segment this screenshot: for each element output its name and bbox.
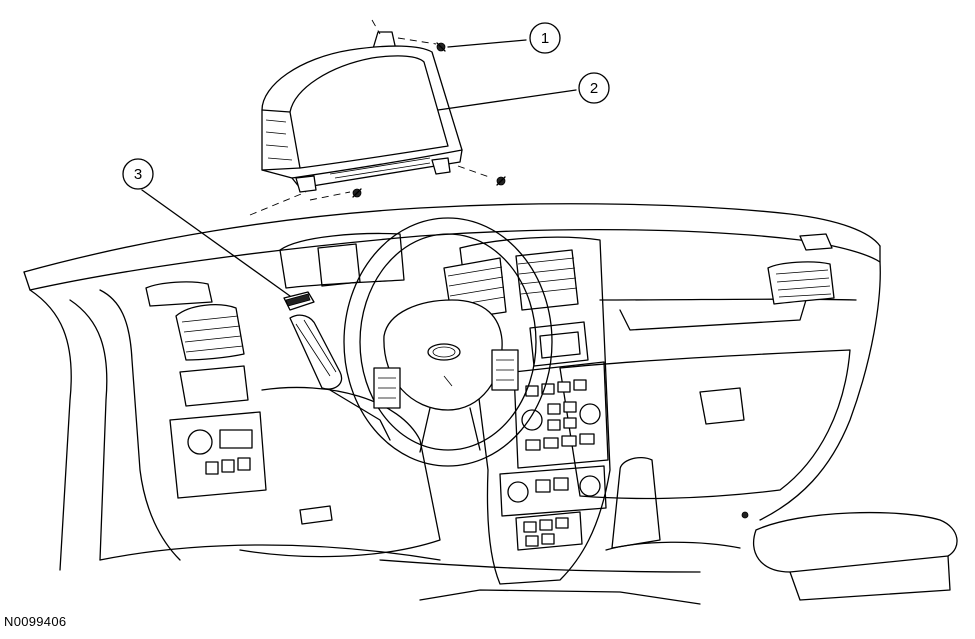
steering-column [283,291,391,441]
alignment-lines [249,19,493,216]
callout-2: 2 [437,72,610,111]
callout-number-2: 2 [590,80,598,97]
screws [352,42,506,198]
screw-icon [496,176,506,186]
instrument-panel [23,203,881,571]
screw-icon [436,42,446,52]
callout-3: 3 [122,158,291,297]
center-stack [443,236,611,585]
instrument-cluster [261,31,463,193]
radio-buttons [525,379,595,451]
steering-wheel [343,217,553,467]
callout-1: 1 [447,22,561,54]
center-console [379,456,958,605]
screw-icon [352,188,362,198]
callout-number-1: 1 [541,30,549,47]
figure-id-label: N0099406 [4,614,67,629]
callout-number-3: 3 [134,166,142,183]
